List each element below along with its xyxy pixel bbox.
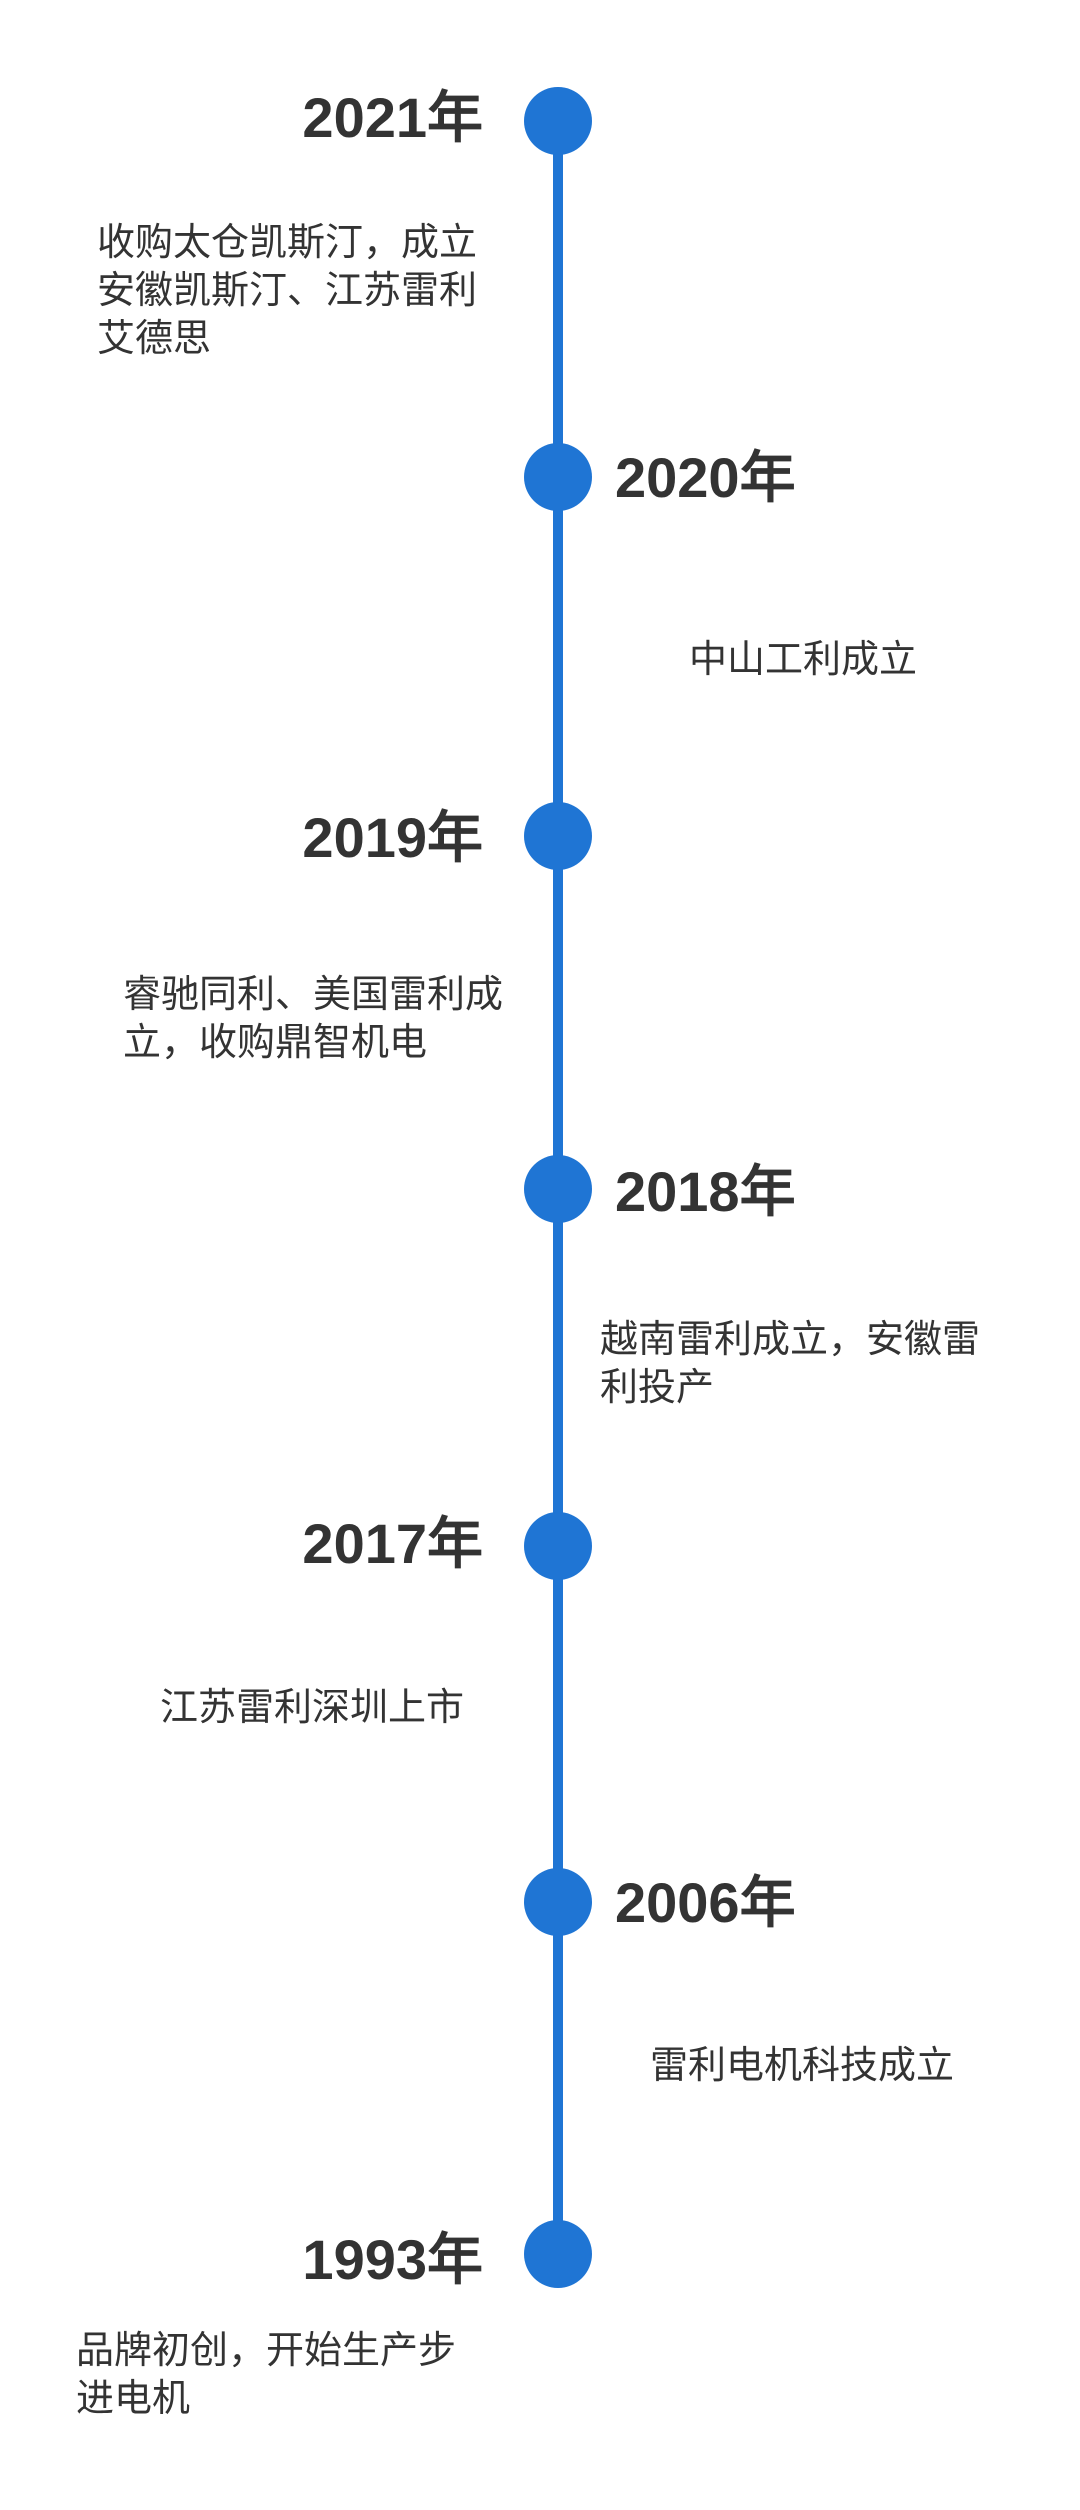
year-label: 2017年: [302, 1512, 483, 1575]
event-description: 品牌初创，开始生产步 进电机: [76, 2328, 457, 2420]
event-description: 江苏雷利深圳上市: [160, 1685, 465, 1729]
event-description: 睿驰同利、美国雷利成 立，收购鼎智机电: [123, 972, 504, 1064]
timeline-node-dot-icon: [524, 1155, 592, 1223]
year-label: 2020年: [615, 446, 796, 509]
timeline-node-dot-icon: [524, 443, 592, 511]
timeline-node-dot-icon: [524, 1868, 592, 1936]
event-description: 越南雷利成立，安徽雷 利投产: [600, 1317, 981, 1409]
year-label: 2021年: [302, 86, 483, 149]
year-label: 2006年: [615, 1871, 796, 1934]
year-label: 2018年: [615, 1160, 796, 1223]
event-description: 中山工利成立: [689, 637, 918, 681]
event-description: 雷利电机科技成立: [650, 2043, 955, 2087]
year-label: 2019年: [302, 806, 483, 869]
timeline-node-dot-icon: [524, 1512, 592, 1580]
event-description: 收购太仓凯斯汀，成立 安徽凯斯汀、江苏雷利 艾德思: [97, 220, 478, 360]
timeline-node-dot-icon: [524, 2220, 592, 2288]
timeline-node-dot-icon: [524, 802, 592, 870]
timeline-node-dot-icon: [524, 87, 592, 155]
year-label: 1993年: [302, 2228, 483, 2291]
